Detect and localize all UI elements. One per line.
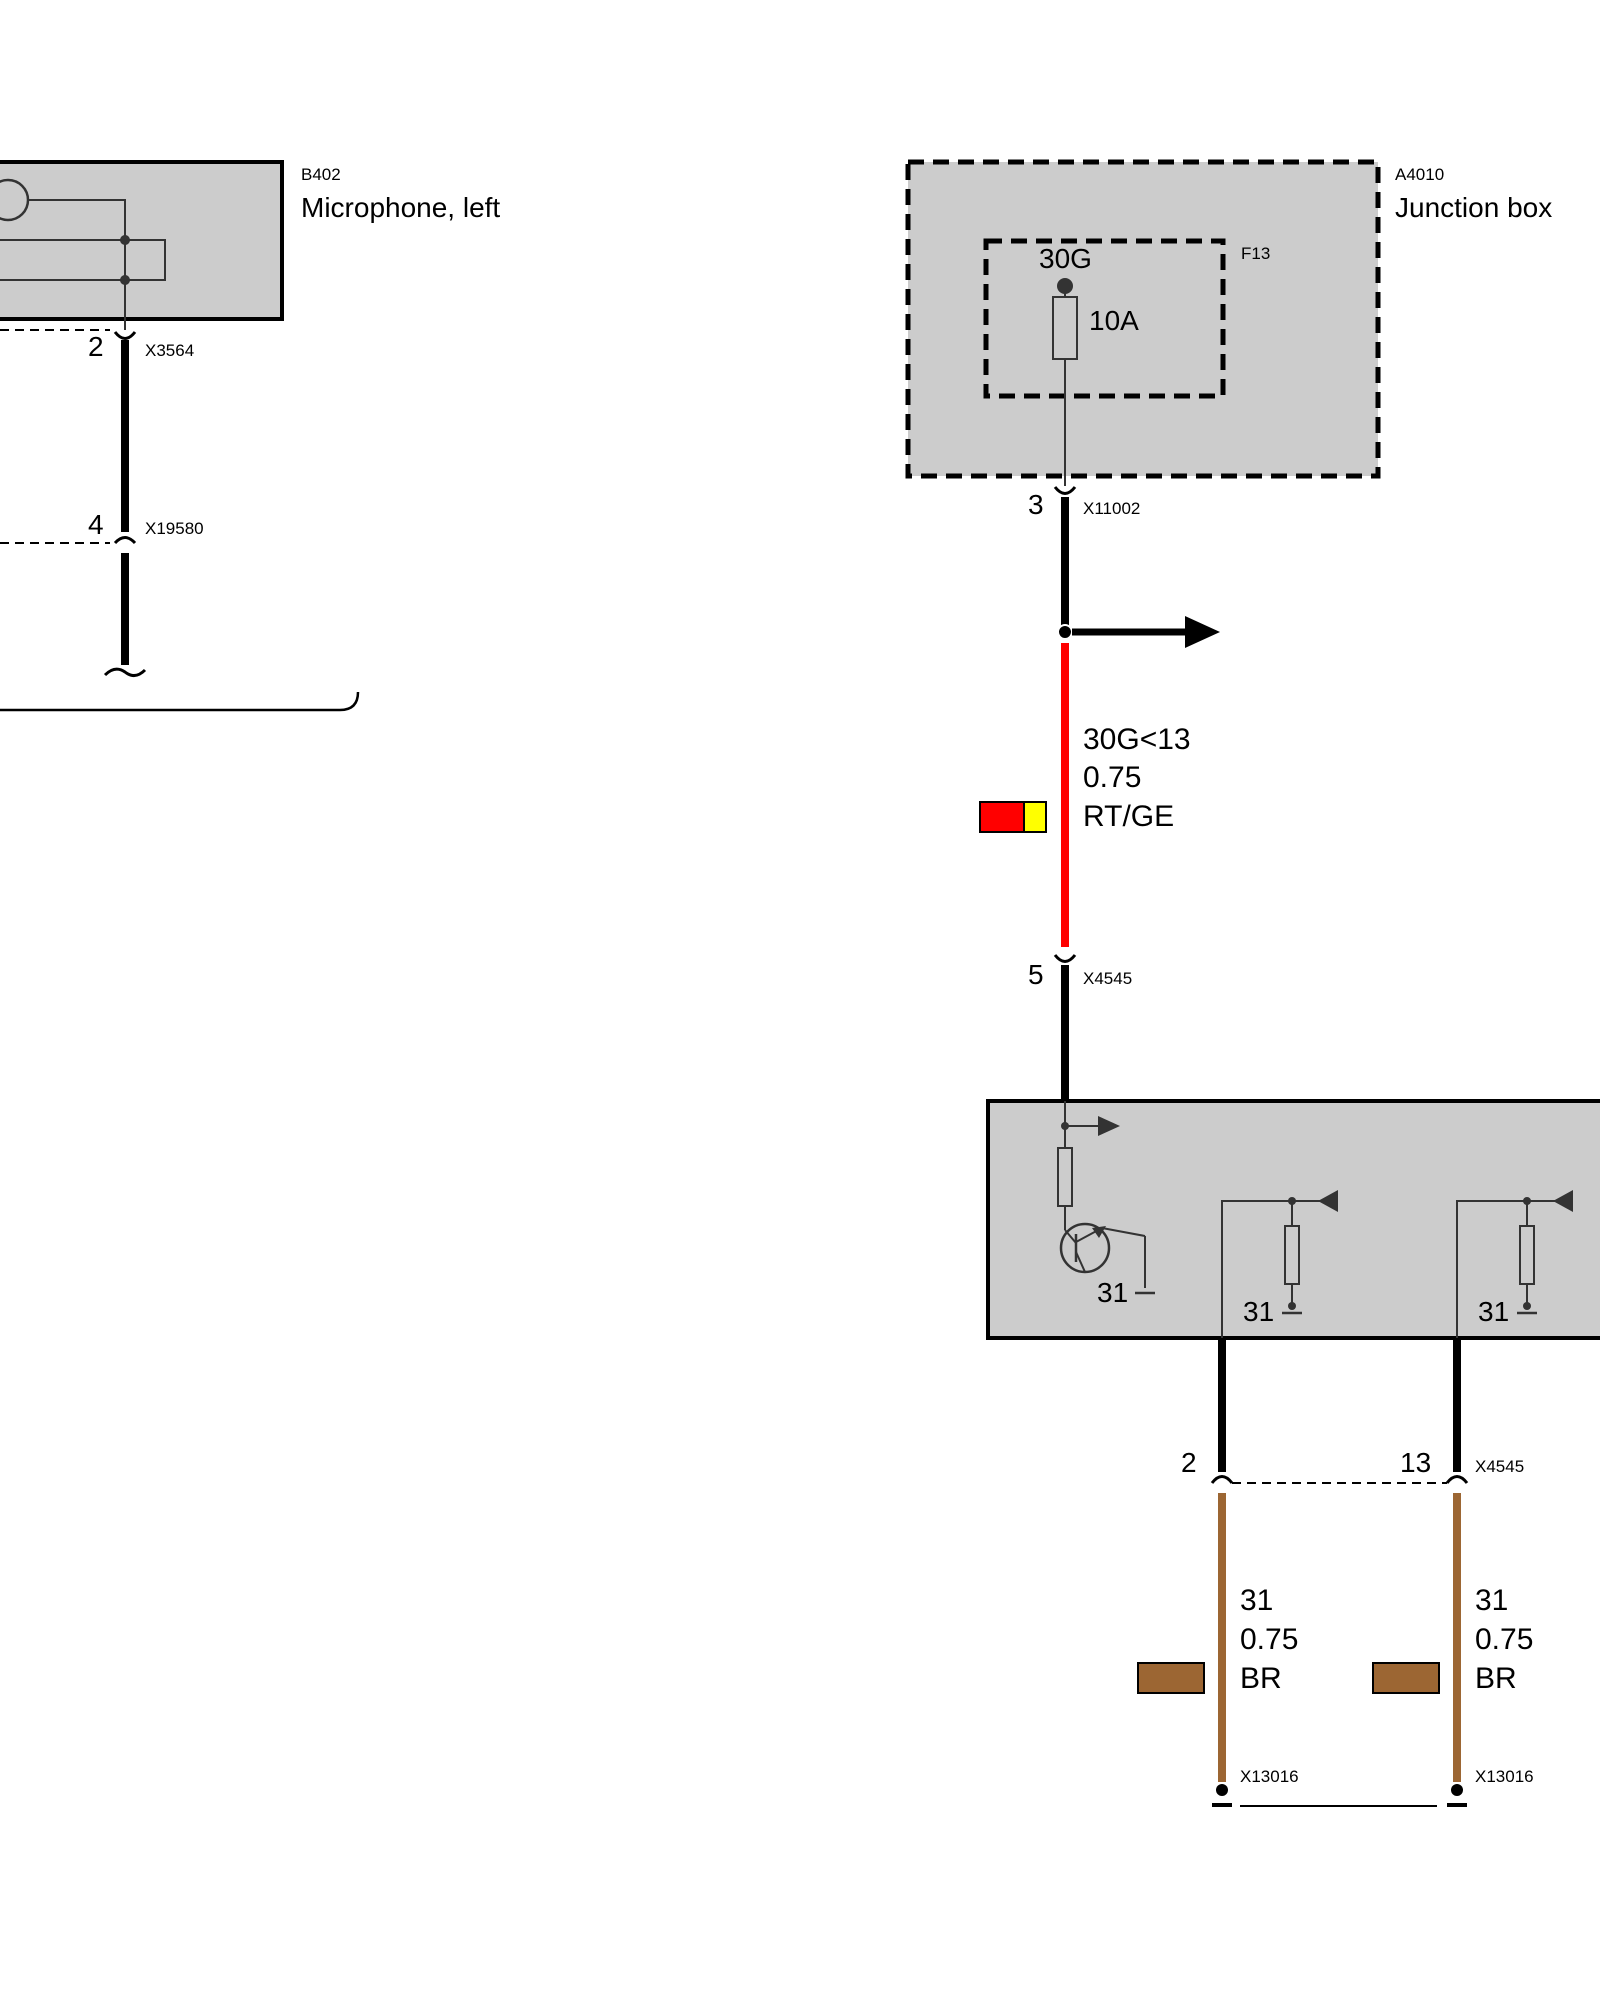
connector-x3564-symbol bbox=[113, 331, 137, 340]
supply-wire-gauge: 0.75 bbox=[1083, 761, 1141, 794]
microphone-name: Microphone, left bbox=[301, 192, 500, 223]
connector-x4545-out-right-pin: 13 bbox=[1400, 1447, 1431, 1478]
control-unit-ground-label: 31 bbox=[1243, 1296, 1274, 1327]
connector-x11002-id: X11002 bbox=[1083, 499, 1140, 518]
microphone-id: B402 bbox=[301, 165, 341, 184]
supply-wire-swatch-red bbox=[979, 801, 1025, 833]
junction-box-component: A4010 Junction box F13 30G 10A bbox=[905, 159, 1552, 486]
ground-wire-left-color-code: BR bbox=[1240, 1662, 1282, 1695]
ground-connector-left-node bbox=[1216, 1784, 1228, 1796]
connector-x11002: 3 X11002 bbox=[1028, 486, 1140, 520]
connector-x19580-id: X19580 bbox=[145, 519, 204, 538]
control-unit-node bbox=[1288, 1302, 1296, 1310]
connector-x4545-in-pin: 5 bbox=[1028, 959, 1044, 990]
ground-wire-right-signal: 31 bbox=[1475, 1584, 1508, 1617]
microphone-internal-wiring bbox=[0, 199, 166, 330]
ground-connector-left: X13016 bbox=[1212, 1767, 1299, 1807]
control-unit-node bbox=[1523, 1302, 1531, 1310]
connector-x19580-symbol bbox=[113, 536, 137, 545]
junction-box bbox=[905, 159, 1381, 479]
junction-box-name: Junction box bbox=[1395, 192, 1552, 223]
fuse-box bbox=[983, 238, 1226, 399]
junction-box-id: A4010 bbox=[1395, 165, 1444, 184]
connector-x4545-in-id: X4545 bbox=[1083, 969, 1132, 988]
control-unit-box bbox=[986, 1099, 1600, 1340]
connector-x3564-id: X3564 bbox=[145, 341, 194, 360]
microphone-node bbox=[120, 275, 130, 285]
connector-x4545-out-right-symbol bbox=[1445, 1475, 1469, 1484]
ground-wire-left-label: 31 0.75 BR bbox=[1137, 1584, 1298, 1695]
connector-x4545-in: 5 X4545 bbox=[1028, 954, 1132, 990]
ground-wire-right-label: 31 0.75 BR bbox=[1372, 1584, 1533, 1695]
supply-wire-swatch-yellow bbox=[1023, 801, 1047, 833]
fuse-id: F13 bbox=[1241, 244, 1270, 263]
connector-x4545-out-id: X4545 bbox=[1475, 1457, 1524, 1476]
supply-wire-signal: 30G<13 bbox=[1083, 723, 1191, 756]
connector-x4545-out: 2 13 X4545 bbox=[1181, 1447, 1524, 1484]
ground-connector-left-id: X13016 bbox=[1240, 1767, 1299, 1786]
connector-x19580: 4 X19580 bbox=[0, 509, 204, 545]
ground-wire-left-swatch bbox=[1137, 1662, 1205, 1694]
fuse-rating: 10A bbox=[1089, 305, 1139, 336]
connector-x3564-pin: 2 bbox=[88, 331, 104, 362]
control-unit-ground-label: 31 bbox=[1478, 1296, 1509, 1327]
signal-arrow-icon bbox=[1098, 1116, 1120, 1136]
ground-wire-right-gauge: 0.75 bbox=[1475, 1623, 1533, 1656]
supply-wire-label: 30G<13 0.75 RT/GE bbox=[979, 723, 1191, 833]
microphone-component: B402 Microphone, left bbox=[0, 160, 500, 330]
connector-x4545-in-symbol bbox=[1053, 954, 1077, 963]
fuse-terminal: 30G bbox=[1039, 243, 1092, 274]
signal-arrow-icon bbox=[1318, 1190, 1338, 1212]
supply-wire-color-code: RT/GE bbox=[1083, 800, 1174, 833]
signal-arrow-icon bbox=[1553, 1190, 1573, 1212]
connector-x11002-pin: 3 bbox=[1028, 489, 1044, 520]
ground-connector-right-node bbox=[1451, 1784, 1463, 1796]
ground-wire-left-signal: 31 bbox=[1240, 1584, 1273, 1617]
connector-x11002-symbol bbox=[1053, 486, 1077, 495]
ground-connector-right: X13016 bbox=[1447, 1767, 1534, 1807]
splice-node bbox=[1057, 624, 1073, 640]
ground-connector-right-id: X13016 bbox=[1475, 1767, 1534, 1786]
ground-wire-right-swatch bbox=[1372, 1662, 1440, 1694]
connector-x4545-out-left-pin: 2 bbox=[1181, 1447, 1197, 1478]
bracket-line bbox=[0, 691, 360, 712]
ground-wire-right-color-code: BR bbox=[1475, 1662, 1517, 1695]
connector-x4545-out-left-symbol bbox=[1210, 1475, 1234, 1484]
connector-x19580-pin: 4 bbox=[88, 509, 104, 540]
ground-wire-left-gauge: 0.75 bbox=[1240, 1623, 1298, 1656]
branch-arrow-icon bbox=[1185, 616, 1220, 648]
control-unit-ground-label: 31 bbox=[1097, 1277, 1128, 1308]
connector-x3564: 2 X3564 bbox=[0, 329, 194, 362]
wire-break-symbol bbox=[103, 667, 147, 677]
microphone-node bbox=[120, 235, 130, 245]
control-unit-component: 31 31 31 bbox=[986, 1099, 1600, 1340]
